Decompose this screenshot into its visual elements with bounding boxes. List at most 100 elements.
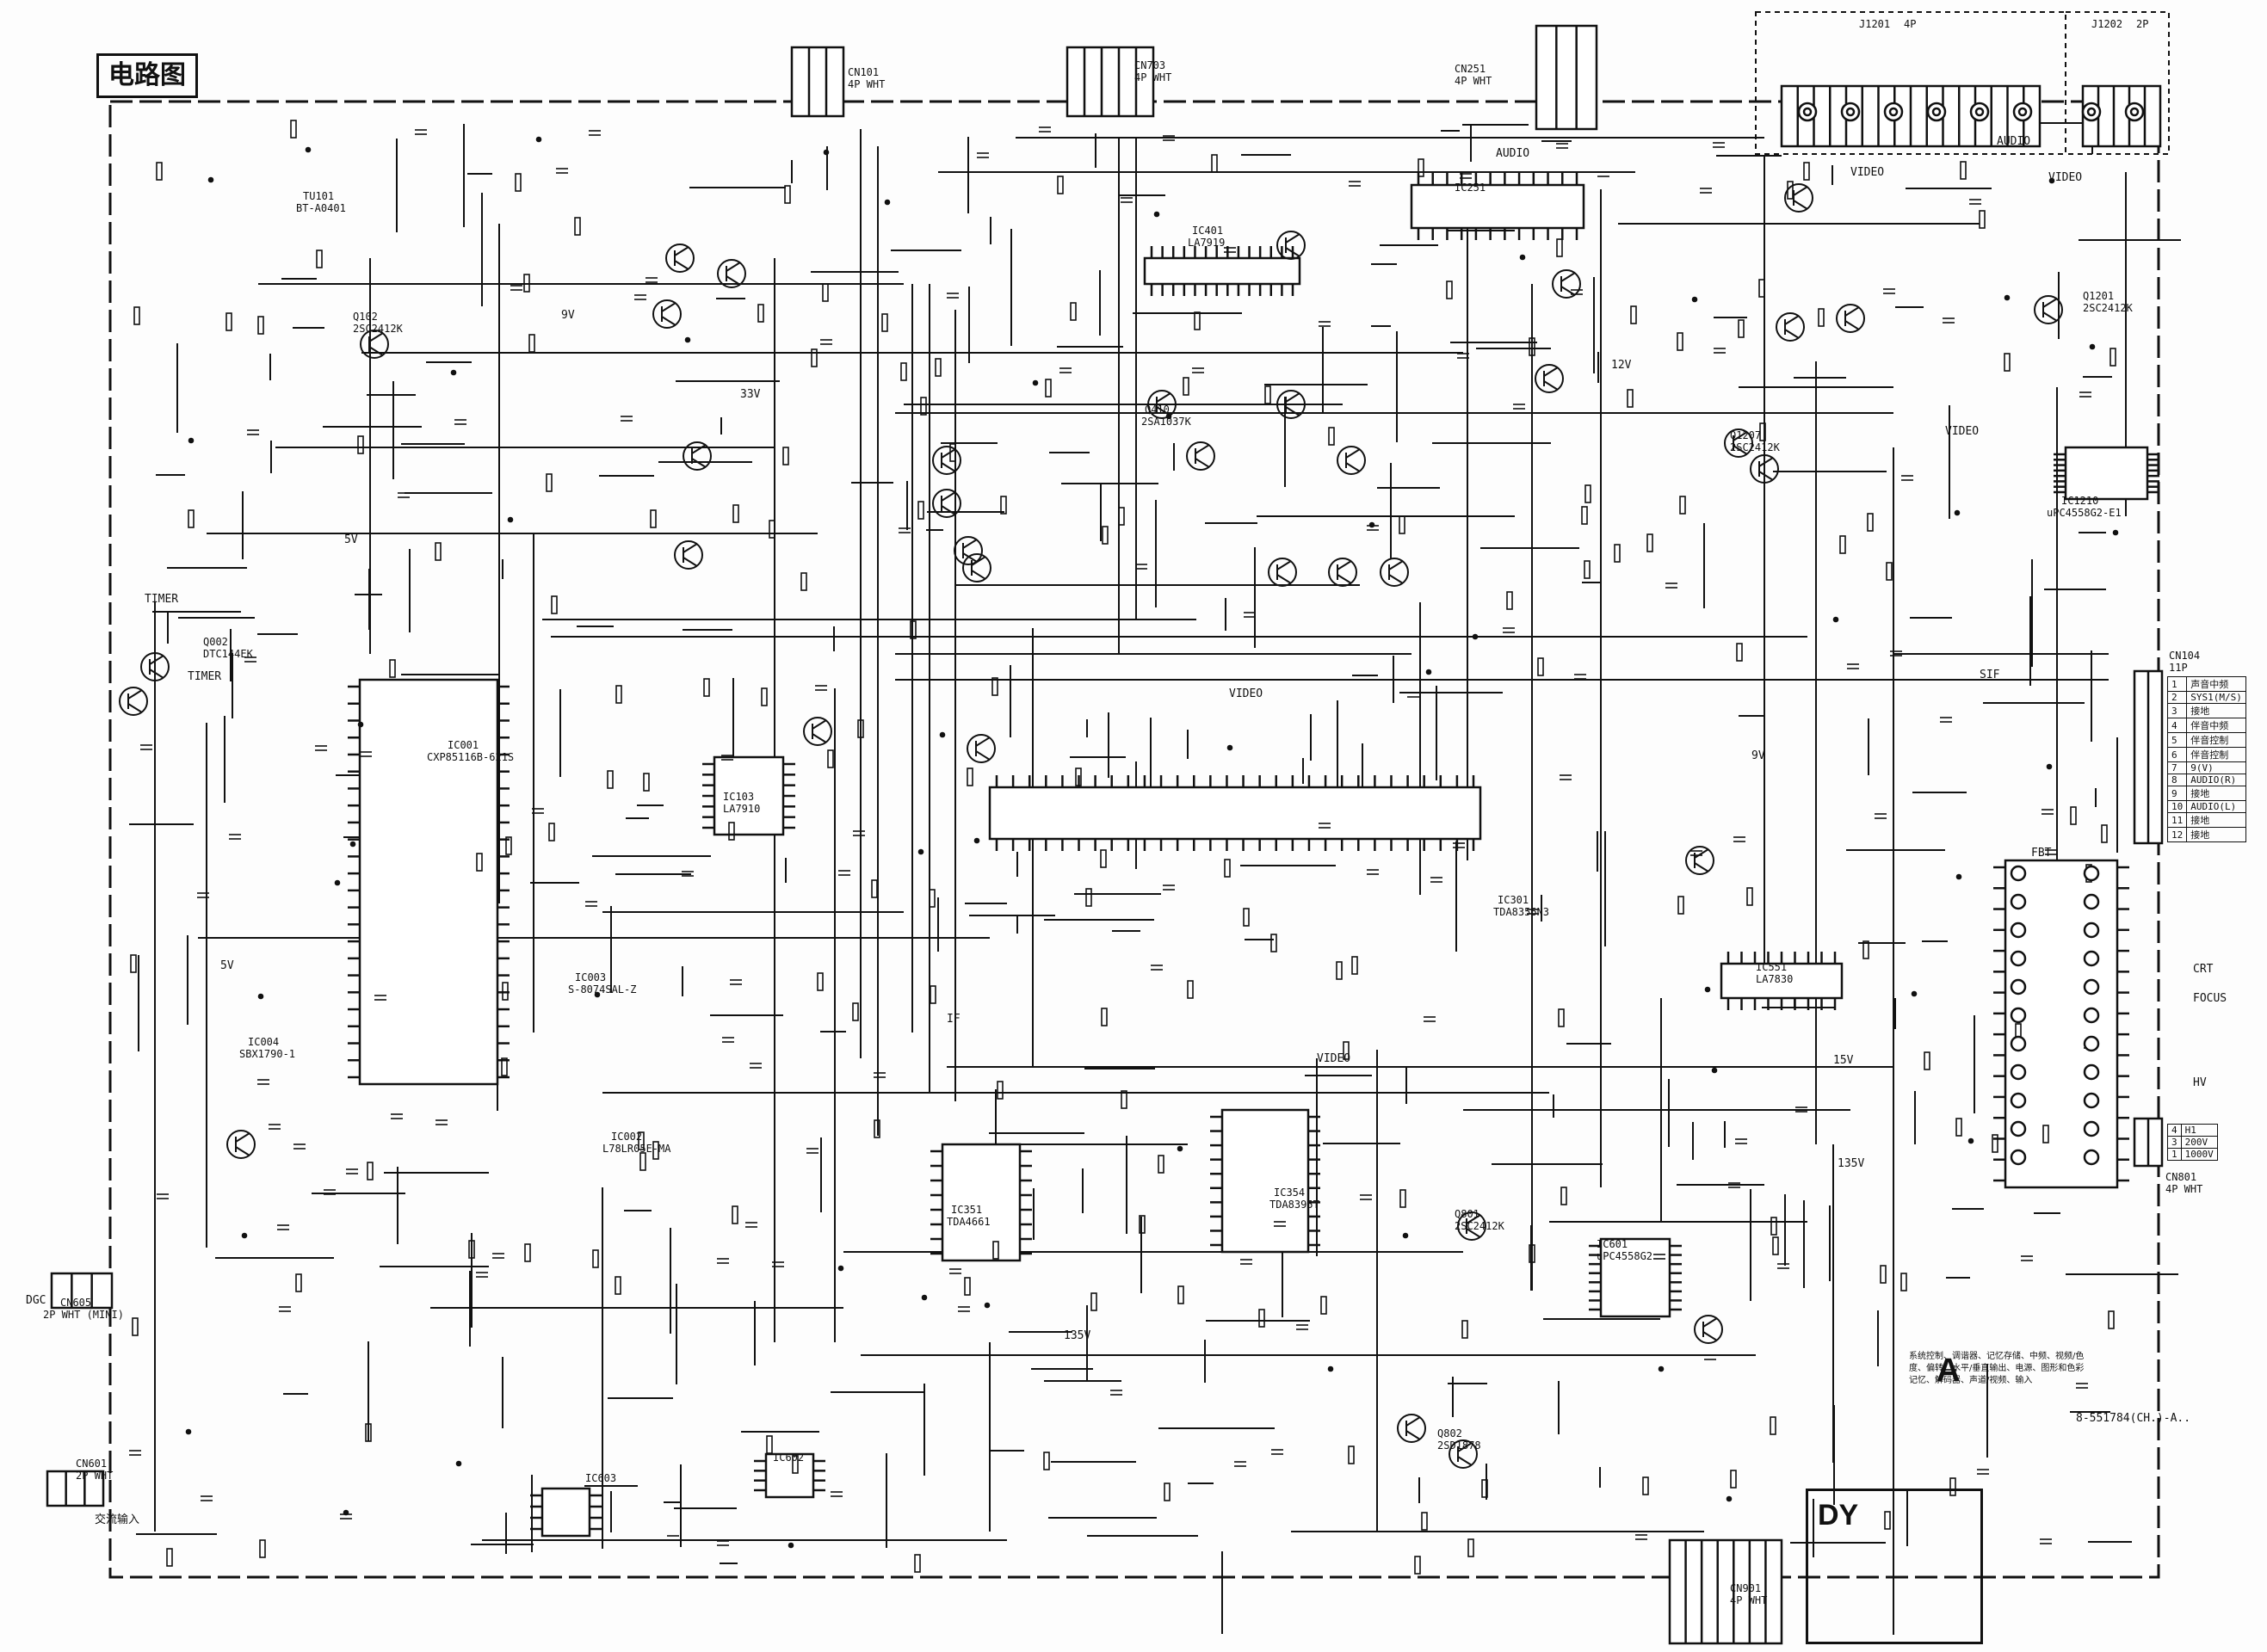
cn104-pin-number: 3 <box>2166 703 2188 718</box>
fbt-tap <box>2083 950 2100 967</box>
fbt-tap <box>2083 922 2100 939</box>
resistor <box>1803 162 1810 181</box>
resistor <box>1399 1189 1406 1208</box>
transistor-lead <box>812 733 827 743</box>
resistor <box>1979 210 1986 229</box>
label-cn901: CN901 <box>1730 1582 1762 1594</box>
ic251-body <box>1410 183 1585 230</box>
junction-dot <box>1658 1365 1665 1372</box>
signal-video-5: VIDEO <box>1317 1052 1351 1065</box>
ac-input-label: 交流输入 <box>95 1513 140 1526</box>
resistor <box>769 520 775 539</box>
cn104-pin-signal: 接地 <box>2186 786 2246 801</box>
transistor <box>1276 231 1306 260</box>
transistor-lead <box>1285 406 1300 416</box>
cn601-stub <box>46 1470 105 1507</box>
label-q410: Q410 <box>1145 404 1170 416</box>
deflection-yoke-box <box>1806 1489 1983 1644</box>
cn104-pin-signal: 声音中频 <box>2186 676 2246 692</box>
transistor-lead <box>1560 272 1576 282</box>
resistor <box>523 274 530 293</box>
fbt-tap <box>2010 1063 2027 1081</box>
resistor <box>1581 506 1588 525</box>
label-q002-sub: DTC144EK <box>203 648 253 660</box>
cn104-pin-signal: 伴音中频 <box>2186 718 2246 733</box>
resistor <box>1679 496 1686 515</box>
resistor <box>732 1205 738 1224</box>
transistor-lead <box>661 316 676 326</box>
junction-dot <box>2048 177 2055 184</box>
resistor <box>515 173 522 192</box>
resistor <box>1481 1479 1488 1498</box>
resistor <box>316 250 323 268</box>
resistor <box>1118 507 1125 526</box>
transistor-lead <box>691 444 707 454</box>
label-ic002: IC002 <box>611 1131 643 1143</box>
resistor <box>1886 562 1893 581</box>
page-title: 电路图 <box>96 53 198 98</box>
transistor <box>1268 558 1297 587</box>
warning-note: 系统控制、调谐器、记忆存储、中频、视频/色度、偏转、水平/垂直输出、电源、图形和… <box>1909 1352 2085 1385</box>
resistor <box>1320 1296 1327 1315</box>
fbt-tap <box>2083 1063 2100 1081</box>
signal-video-4: VIDEO <box>1945 425 1980 438</box>
resistor <box>1070 302 1077 321</box>
resistor <box>732 504 739 523</box>
transistor-lead <box>149 655 164 665</box>
resistor <box>1336 961 1343 980</box>
junction-dot <box>207 176 214 183</box>
cn104-pin-signal: AUDIO(R) <box>2186 774 2246 786</box>
transistor-lead <box>941 505 956 515</box>
transistor-lead <box>1345 448 1361 459</box>
transistor-lead <box>127 703 143 713</box>
signal-audio-1: AUDIO <box>1496 147 1530 160</box>
signal-15v: 15V <box>1833 1054 1854 1067</box>
resistor <box>967 767 973 786</box>
resistor <box>365 1423 372 1442</box>
junction-dot <box>1954 509 1961 516</box>
junction-dot <box>241 1232 248 1239</box>
cn104-pin-number: 12 <box>2166 827 2188 842</box>
transistor <box>1147 390 1177 419</box>
transistor-lead <box>674 260 689 270</box>
label-cn104: CN104 <box>2169 650 2201 662</box>
resistor <box>920 397 927 416</box>
resistor <box>1348 1446 1355 1464</box>
junction-dot <box>349 841 356 848</box>
transistor-lead <box>235 1132 250 1143</box>
resistor <box>650 509 657 528</box>
transistor-lead <box>1466 1228 1481 1238</box>
resistor <box>1075 767 1082 786</box>
junction-dot <box>1726 1495 1733 1502</box>
junction-dot <box>257 993 264 1000</box>
resistor <box>639 1152 646 1171</box>
junction-dot <box>2089 343 2096 350</box>
ic1210-body <box>2064 446 2149 501</box>
transistor-lead <box>726 275 741 286</box>
resistor <box>357 435 364 454</box>
resistor <box>1529 337 1535 356</box>
fbt-tap <box>2010 950 2027 967</box>
label-ic1210: IC1210 <box>2061 495 2099 507</box>
resistor <box>1043 1452 1050 1470</box>
resistor <box>766 1435 773 1454</box>
transistor-lead <box>1345 462 1361 472</box>
resistor <box>991 677 998 696</box>
transistor-lead <box>1457 1442 1473 1452</box>
transistor-lead <box>1285 247 1300 257</box>
label-cn605-sub: 2P WHT (MINI) <box>43 1309 124 1321</box>
resistor <box>1862 940 1869 959</box>
junction-dot <box>185 1428 192 1435</box>
resistor <box>1955 1118 1962 1137</box>
resistor <box>1057 176 1064 194</box>
transistor-lead <box>941 448 956 459</box>
cn605-stub <box>50 1272 114 1310</box>
signal-12v: 12V <box>1611 359 1632 372</box>
transistor-lead <box>1758 471 1774 481</box>
junction-dot <box>984 1302 991 1309</box>
resistor <box>2004 353 2011 372</box>
transistor-lead <box>1733 445 1748 455</box>
resistor <box>917 501 924 520</box>
